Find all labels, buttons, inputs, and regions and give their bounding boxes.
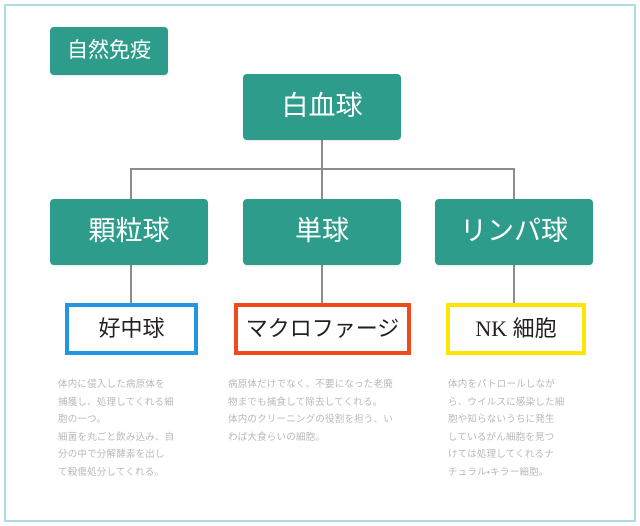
description-neutrophil: 体内に侵入した病原体を 捕獲し、処理してくれる細 胞の一つ。 細菌を丸ごと飲み込… [58,379,175,478]
node-macrophage-label: マクロファージ [245,315,400,341]
node-granulocyte-label: 顆粒球 [88,216,170,247]
connector-bus-to-monocyte [321,168,323,200]
node-nk-cell[interactable]: NK 細胞 [446,303,586,355]
connector-wbc-stem [321,140,323,169]
description-nk-cell: 体内をパトロールしなが ら、ウイルスに感染した細 胞や知らないうちに発生 してい… [448,379,565,478]
node-granulocyte[interactable]: 顆粒球 [50,199,208,265]
node-lymphocyte-label: リンパ球 [460,216,568,247]
connector-granulocyte-to-neutrophil [130,264,132,304]
node-white-blood-cell-label: 白血球 [281,91,363,122]
node-monocyte[interactable]: 単球 [243,199,401,265]
node-innate-immunity[interactable]: 自然免疫 [50,27,168,75]
node-monocyte-label: 単球 [295,216,349,247]
description-macrophage: 病原体だけでなく、不要になった老廃 物までも捕食して除去してくれる。 体内のクリ… [228,379,393,443]
node-neutrophil[interactable]: 好中球 [65,303,198,355]
connector-bus-to-lymphocyte [513,168,515,200]
node-white-blood-cell[interactable]: 白血球 [243,74,401,140]
connector-lymphocyte-to-nk [513,264,515,304]
connector-monocyte-to-macrophage [321,264,323,304]
node-innate-immunity-label: 自然免疫 [67,38,151,63]
node-lymphocyte[interactable]: リンパ球 [435,199,593,265]
node-macrophage[interactable]: マクロファージ [234,303,411,355]
node-neutrophil-label: 好中球 [98,315,165,341]
node-nk-cell-label: NK 細胞 [475,315,557,341]
connector-bus-to-granulocyte [130,168,132,200]
